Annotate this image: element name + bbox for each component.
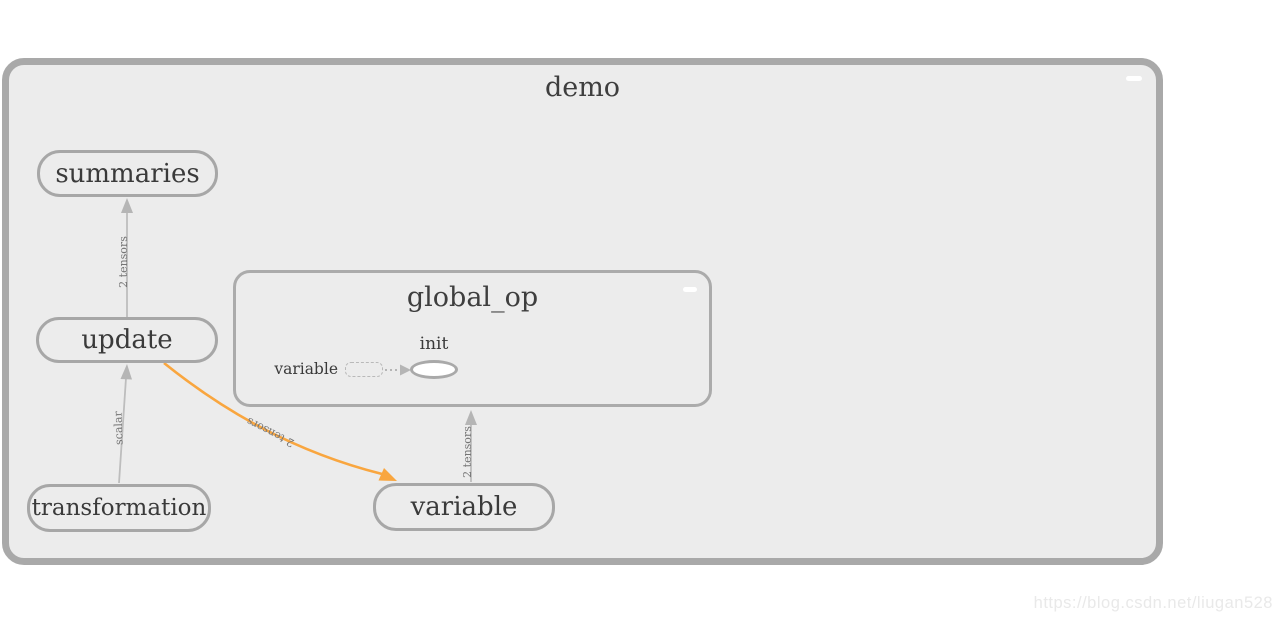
annotation-label-variable[interactable]: variable bbox=[274, 360, 338, 378]
group-node-global-op[interactable]: global_op bbox=[233, 270, 712, 407]
minimize-icon[interactable] bbox=[1126, 76, 1142, 81]
node-label: variable bbox=[410, 492, 518, 522]
op-label-init: init bbox=[419, 334, 449, 354]
minimize-icon[interactable] bbox=[683, 287, 697, 292]
group-title-global-op: global_op bbox=[406, 282, 539, 313]
node-summaries[interactable]: summaries bbox=[37, 150, 218, 197]
op-node-init[interactable] bbox=[410, 360, 458, 379]
node-variable[interactable]: variable bbox=[373, 483, 555, 531]
node-label: transformation bbox=[31, 495, 207, 521]
node-update[interactable]: update bbox=[36, 317, 218, 363]
node-transformation[interactable]: transformation bbox=[27, 484, 211, 532]
group-title-demo: demo bbox=[544, 72, 621, 103]
watermark: https://blog.csdn.net/liugan528 bbox=[1033, 594, 1273, 612]
node-label: update bbox=[81, 325, 173, 355]
annotation-node-variable[interactable] bbox=[345, 362, 383, 377]
node-label: summaries bbox=[55, 158, 200, 189]
